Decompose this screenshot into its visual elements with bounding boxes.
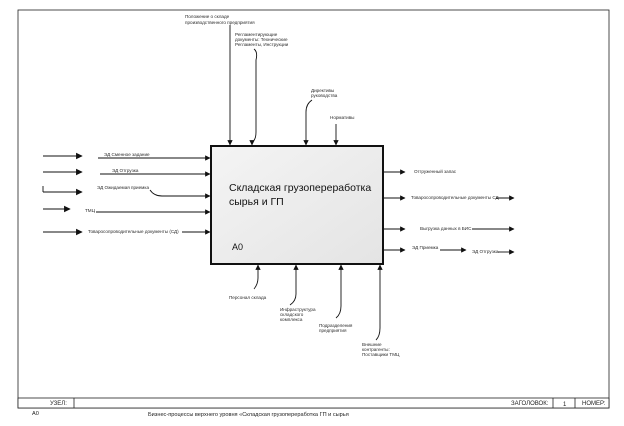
- control-label-management-directives-1: Директивы: [311, 88, 334, 93]
- output-label-accompanying-docs: Товаросопроводительные документы СД: [411, 195, 500, 200]
- mechanism-arrow-infrastructure[interactable]: [289, 264, 299, 306]
- mechanism-label-departments-2: предприятия: [319, 328, 347, 333]
- mechanism-arrow-departments[interactable]: [335, 264, 344, 319]
- input-label-accompanying-docs: Товаросопроводительные документы (СД): [88, 229, 179, 234]
- activity-title-line1: Складская грузопереработка: [229, 182, 371, 194]
- control-label-norms: Нормативы: [330, 115, 354, 120]
- footer-page-number: 1: [563, 402, 567, 408]
- input-arrow-shift-task[interactable]: [43, 152, 211, 161]
- control-arrow-regulating-documents[interactable]: [249, 48, 258, 146]
- output-label-receipt: ЭД Приемка: [412, 245, 439, 250]
- control-label-warehouse-regulation-2: производственного предприятия: [185, 20, 255, 25]
- mechanism-label-external-2: контрагенты:: [362, 347, 390, 352]
- control-label-warehouse-regulation-1: Положение о складе: [185, 14, 230, 19]
- control-label-management-directives-2: руководства: [311, 93, 338, 98]
- control-label-regulating-documents-2: документы: Технические: [235, 37, 288, 42]
- input-arrow-goods[interactable]: [43, 205, 211, 215]
- output-label-shipped-stock: Отгруженный запас: [414, 168, 457, 174]
- mechanism-label-infrastructure-2: складского: [280, 312, 304, 317]
- input-label-goods: ТМЦ: [85, 208, 96, 213]
- input-arrow-shipment[interactable]: [43, 168, 211, 177]
- mechanism-label-warehouse-staff: Персонал склада: [229, 295, 267, 300]
- footer-node-label: УЗЕЛ:: [50, 401, 67, 407]
- mechanism-label-external-3: Поставщики ТМЦ: [362, 352, 400, 357]
- activity-title-line2: сырья и ГП: [229, 196, 284, 208]
- mechanism-label-infrastructure-1: Инфраструктура: [280, 307, 316, 312]
- activity-node-id: А0: [232, 242, 243, 252]
- output-label-data-export: Выгрузка данных в БИС: [420, 226, 472, 231]
- output-label-shipment: ЭД Отгрузка: [472, 249, 499, 254]
- mechanism-arrow-warehouse-staff[interactable]: [253, 264, 261, 290]
- footer-bar: [17, 397, 610, 409]
- footer-node-value: А0: [32, 411, 39, 417]
- footer-number-label: НОМЕР:: [582, 401, 606, 407]
- input-label-shift-task: ЭД Сменное задание: [104, 152, 150, 157]
- mechanism-label-external-1: Внешние: [362, 342, 382, 347]
- mechanism-arrow-external-contractors[interactable]: [375, 264, 383, 341]
- mechanism-label-infrastructure-3: комплекса: [280, 317, 303, 322]
- footer-title-label: ЗАГОЛОВОК:: [511, 401, 549, 407]
- control-label-regulating-documents-3: Регламенты, Инструкции: [235, 42, 289, 47]
- control-label-regulating-documents-1: Регламентирующие: [235, 32, 278, 37]
- mechanism-label-departments-1: Подразделения: [319, 323, 353, 328]
- input-arrow-expected-receipt[interactable]: [42, 186, 211, 199]
- control-arrow-management-directives[interactable]: [303, 99, 313, 146]
- input-label-shipment: ЭД Отгрузка: [112, 168, 139, 173]
- input-label-expected-receipt: ЭД Ожидаемая приемка: [97, 185, 149, 190]
- activity-box[interactable]: Складская грузопереработка сырья и ГП А0: [210, 145, 384, 265]
- footer-diagram-title: Бизнес-процессы верхнего уровня «Складск…: [148, 412, 349, 418]
